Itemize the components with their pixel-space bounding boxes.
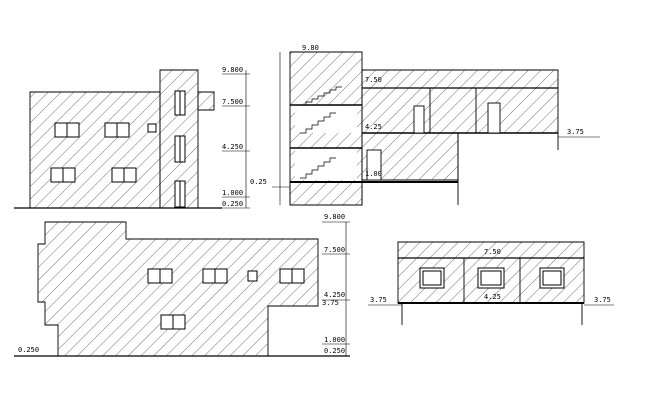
section-a-site-left: 0.25 <box>250 178 267 186</box>
section-a-roof-mid: 7.50 <box>365 76 382 84</box>
level-7500: 7.500 <box>222 98 243 106</box>
level-1000: 1.000 <box>222 189 243 197</box>
side-elevation-mass <box>37 221 319 357</box>
section-b-site-right: 3.75 <box>594 296 611 304</box>
side-elevation-level-marks: 9.800 7.500 4.250 3.75 1.000 0.250 0.250 <box>18 213 350 357</box>
level-4250: 4.250 <box>222 143 243 151</box>
section-b-windows <box>419 267 565 289</box>
roof-slab <box>361 69 559 89</box>
section-a-ground-floor: 1.00 <box>365 170 382 178</box>
section-a-mid-floor: 4.25 <box>365 123 382 131</box>
section-b-floor-level: 4.25 <box>484 293 501 301</box>
main-block <box>29 91 161 209</box>
level-9800: 9.800 <box>222 66 243 74</box>
section-a-site-right: 3.75 <box>567 128 584 136</box>
side-level-3750: 3.75 <box>322 299 339 307</box>
door-upper-1 <box>413 105 425 134</box>
front-elevation <box>14 69 222 209</box>
side-level-7500: 7.500 <box>324 246 345 254</box>
section-a-roof-top: 9.80 <box>302 44 319 52</box>
door-upper-2 <box>487 102 501 134</box>
elevation-windows <box>50 90 186 208</box>
door-lower <box>366 149 382 181</box>
canopy <box>197 91 215 111</box>
section-b-roof-level: 7.50 <box>484 248 501 256</box>
building-section-b <box>368 241 614 325</box>
stair-flights <box>300 86 342 179</box>
section-b-site-left: 3.75 <box>370 296 387 304</box>
side-level-1000: 1.000 <box>324 336 345 344</box>
section-b-labels: 7.50 4.25 3.75 3.75 <box>370 248 611 304</box>
upper-floor-fill <box>361 87 559 134</box>
side-elevation-windows <box>147 268 305 330</box>
section-a-labels: 9.80 7.50 4.25 1.00 0.25 3.75 <box>250 44 584 186</box>
side-level-9800: 9.800 <box>324 213 345 221</box>
side-elevation <box>14 221 350 357</box>
side-level-0250: 0.250 <box>324 347 345 355</box>
level-0250: 0.250 <box>222 200 243 208</box>
side-level-4250: 4.250 <box>324 291 345 299</box>
front-elevation-level-marks: 9.800 7.500 4.250 1.000 0.250 <box>222 66 250 209</box>
building-section-a <box>272 51 600 206</box>
side-site-level: 0.250 <box>18 346 39 354</box>
